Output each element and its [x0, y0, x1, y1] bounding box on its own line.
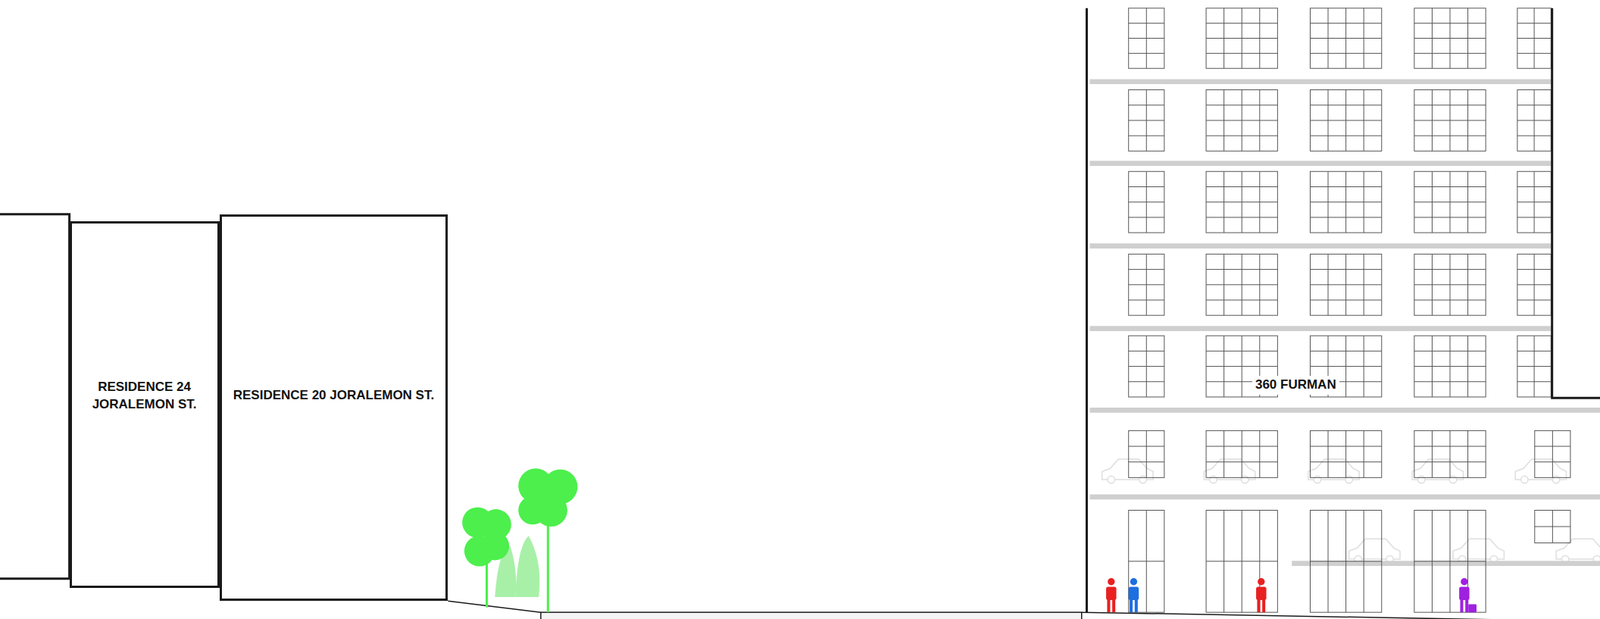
person-figure: [1256, 578, 1266, 613]
window: [1128, 430, 1165, 478]
window: [1128, 171, 1165, 233]
car-wheel: [1241, 475, 1249, 483]
window: [1517, 335, 1551, 397]
window: [1128, 90, 1165, 152]
car-wheel: [1209, 475, 1217, 483]
floor-band: [1090, 243, 1552, 249]
building-wall: [1085, 8, 1088, 613]
window: [1206, 8, 1278, 69]
window: [1517, 8, 1551, 69]
window: [1309, 430, 1382, 478]
window: [1128, 8, 1165, 69]
window: [1414, 8, 1486, 69]
residence-building: RESIDENCE 24 JORALEMON ST.: [69, 221, 220, 588]
car-wheel: [1449, 475, 1457, 483]
car-wheel: [1521, 475, 1529, 483]
window: [1206, 430, 1278, 478]
building-label: RESIDENCE 24 JORALEMON ST.: [71, 378, 218, 415]
floor-band: [1090, 325, 1552, 332]
window: [1309, 509, 1382, 613]
window: [1414, 253, 1486, 316]
building-label: RESIDENCE 20 JORALEMON ST.: [230, 386, 438, 406]
window: [1517, 253, 1551, 316]
window: [1206, 509, 1278, 613]
window: [1309, 8, 1382, 69]
car-wheel: [1345, 475, 1353, 483]
floor-band: [1090, 78, 1552, 85]
window: [1309, 90, 1382, 152]
window: [1414, 430, 1486, 478]
window: [1128, 253, 1165, 316]
partial-building: [0, 214, 70, 579]
illustration: [0, 8, 1600, 619]
window: [1414, 509, 1486, 613]
setback-line: [1552, 8, 1600, 399]
person-figure: [1128, 578, 1139, 613]
car-wheel: [1418, 475, 1425, 483]
floor-band: [1090, 407, 1600, 413]
building-label: 360 FURMAN: [1252, 375, 1340, 395]
person-figure: [1459, 578, 1477, 613]
window: [1309, 171, 1382, 233]
window: [1534, 509, 1571, 543]
window: [1534, 430, 1571, 478]
car-wheel: [1107, 475, 1115, 483]
window: [1128, 509, 1165, 613]
window: [1206, 171, 1278, 233]
residence-building: RESIDENCE 20 JORALEMON ST.: [219, 214, 449, 601]
window: [1517, 90, 1551, 152]
floor-band: [1090, 494, 1600, 500]
plaza-slab: [540, 612, 1082, 619]
tower-building: 360 FURMAN: [1086, 8, 1600, 613]
window: [1414, 171, 1486, 233]
floor-band: [1090, 160, 1552, 166]
window: [1414, 90, 1486, 152]
ramp-band: [1291, 560, 1600, 566]
car-wheel: [1139, 475, 1147, 483]
car-wheel: [1313, 475, 1321, 483]
trees: [462, 468, 578, 613]
window: [1309, 253, 1382, 316]
car-wheel: [1552, 475, 1560, 483]
person-figure: [1106, 578, 1116, 613]
window: [1128, 335, 1165, 397]
window: [1517, 171, 1551, 233]
window: [1206, 253, 1278, 316]
ground-line: [447, 600, 541, 613]
sidewalk-line: [1081, 612, 1600, 619]
window: [1414, 335, 1486, 397]
window: [1206, 90, 1278, 152]
